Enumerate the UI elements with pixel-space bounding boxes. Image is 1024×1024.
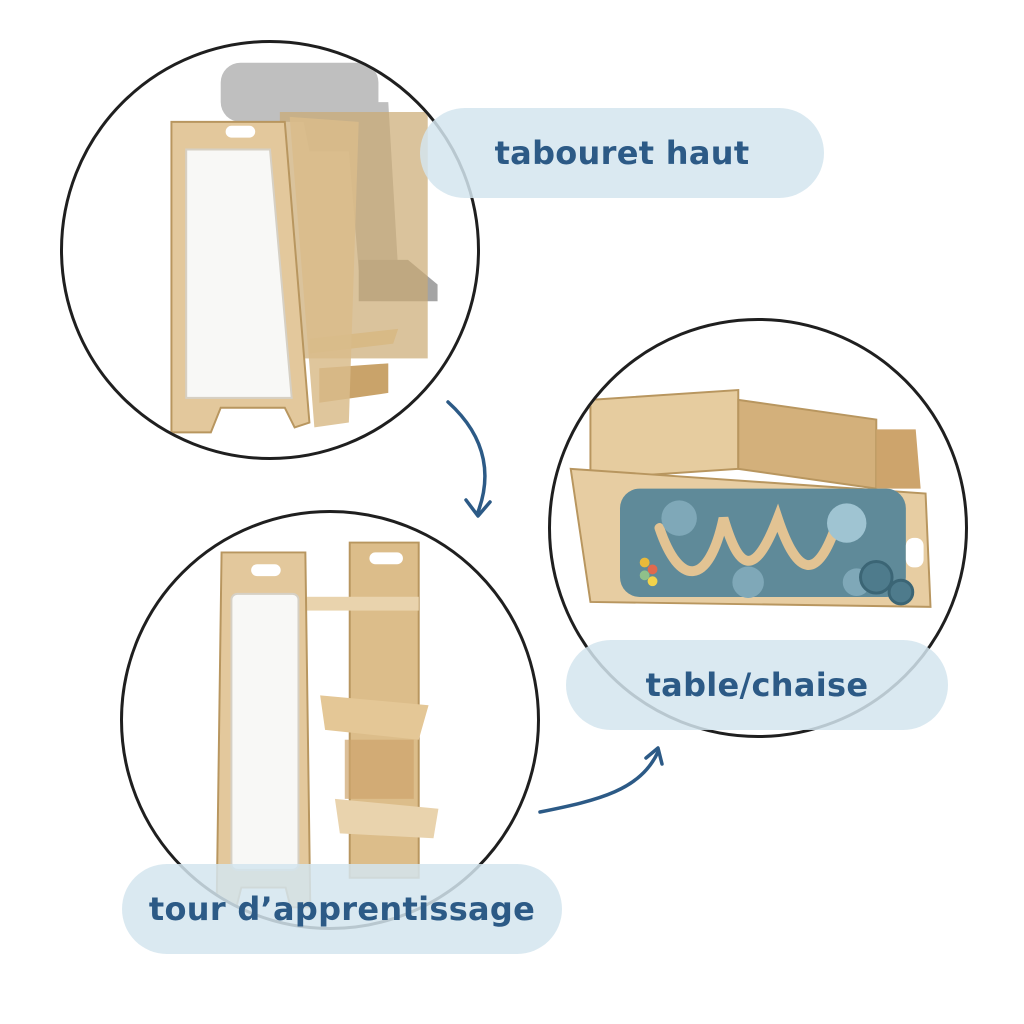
high-stool-illustration	[170, 62, 438, 434]
label-high-stool-text: tabouret haut	[494, 134, 750, 172]
learning-tower-illustration	[215, 541, 439, 909]
label-table-chair: table/chaise	[566, 640, 948, 730]
label-table-chair-text: table/chaise	[645, 666, 869, 704]
table-chair-illustration	[569, 388, 932, 608]
learning-tower-photo	[120, 510, 540, 930]
label-high-stool: tabouret haut	[420, 108, 824, 198]
label-learning-tower: tour d’apprentissage	[122, 864, 562, 954]
high-stool-photo	[60, 40, 480, 460]
label-learning-tower-text: tour d’apprentissage	[148, 890, 536, 928]
